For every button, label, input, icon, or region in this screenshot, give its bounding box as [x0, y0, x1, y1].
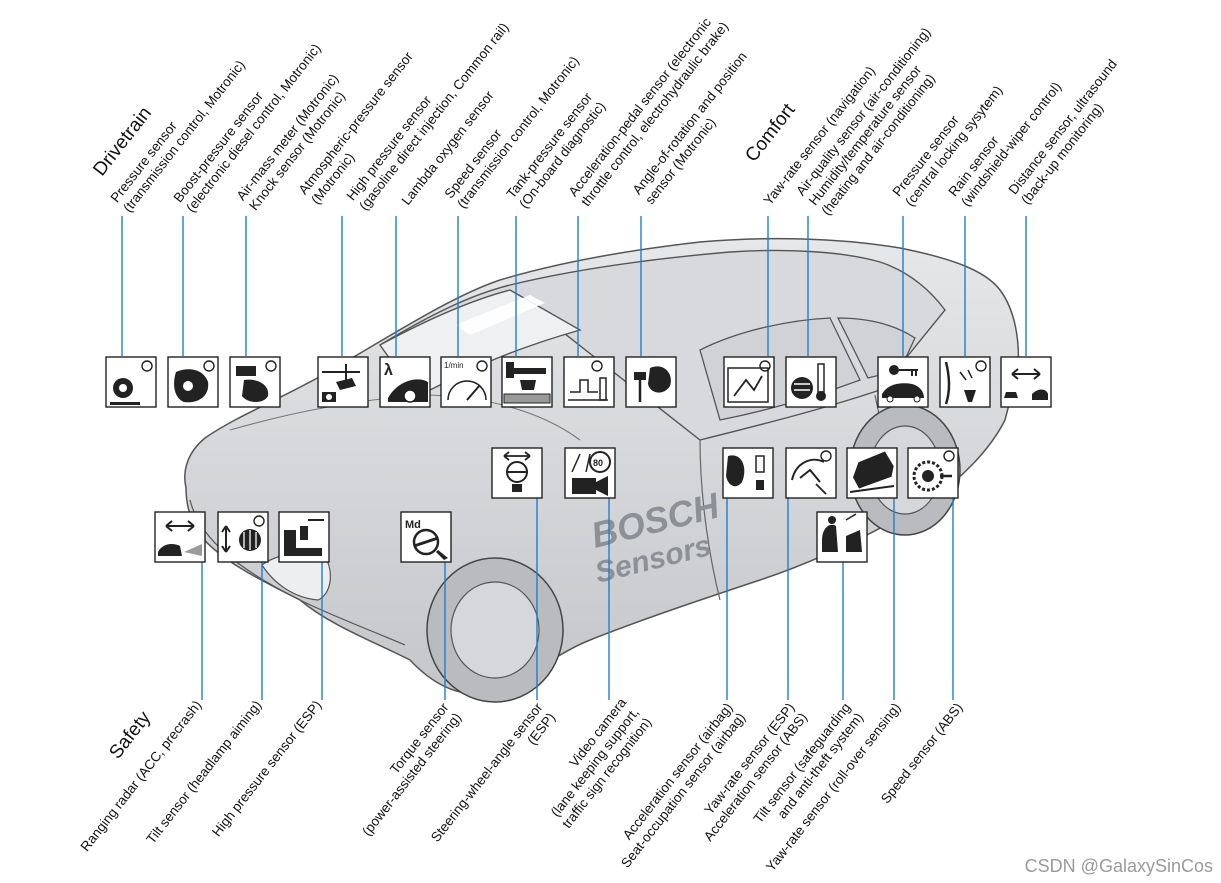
rain-sensor-icon [939, 356, 991, 408]
windshield-glare [455, 295, 545, 335]
air-quality-humidity-sensor-icon [785, 356, 837, 408]
atmospheric-pressure-sensor-icon [317, 356, 369, 408]
torque-sensor-icon: Md [400, 511, 452, 563]
label-high-pressure-sensor-esp: High pressure sensor (ESP) [209, 698, 324, 840]
lambda-speed-sensor-icon: 1/min [440, 356, 492, 408]
top-labels: Pressure sensor(transmission control, Mo… [108, 15, 1120, 218]
high-pressure-esp-sensor-icon [278, 511, 330, 563]
tilt-headlamp-sensor-icon [217, 511, 269, 563]
seat-occupation-sensor-icon [816, 511, 868, 563]
svg-text:1/min: 1/min [444, 361, 464, 370]
boost-pressure-sensor-icon [167, 356, 219, 408]
top-leader-lines [121, 216, 1027, 356]
svg-text:λ: λ [384, 362, 393, 379]
air-mass-meter-icon [229, 356, 281, 408]
distance-sensor-ultrasound-icon [1000, 356, 1052, 408]
steering-wheel-angle-sensor-icon [491, 447, 543, 499]
svg-text:Md: Md [405, 519, 421, 531]
high-pressure-sensor-icon: λ [379, 356, 431, 408]
svg-text:80: 80 [593, 458, 603, 468]
airbag-acceleration-sensor-icon [722, 447, 774, 499]
tilt-sensor-antitheft-icon [846, 447, 898, 499]
sensor-icons-top-row: λ 1/min [105, 356, 1052, 408]
angle-of-rotation-sensor-icon [625, 356, 677, 408]
bottom-leader-lines [201, 498, 954, 700]
acceleration-pedal-sensor-icon [563, 356, 615, 408]
speed-sensor-abs-icon [907, 447, 959, 499]
label-air-quality-humidity-sensor: Air-quality sensor (air-conditioning)Hum… [793, 25, 958, 218]
sensor-icons-lower-row: Md [154, 511, 868, 563]
label-tilt-sensor-headlamp: Tilt sensor (headlamp aiming) [143, 698, 264, 847]
car-front-wheel [426, 557, 564, 703]
yaw-rate-navigation-icon [723, 356, 775, 408]
central-locking-pressure-sensor-icon [877, 356, 929, 408]
video-camera-icon: 80 [564, 447, 616, 499]
bottom-labels: Ranging radar (ACC, precrash) Tilt senso… [78, 695, 966, 874]
sensor-icons-middle-row: 80 [491, 447, 959, 499]
yaw-rate-esp-sensor-icon [785, 447, 837, 499]
pressure-sensor-icon [105, 356, 157, 408]
ranging-radar-icon [154, 511, 206, 563]
watermark: CSDN @GalaxySinCos [1024, 856, 1213, 876]
category-comfort: Comfort [741, 99, 800, 166]
tank-pressure-sensor-icon [501, 356, 553, 408]
